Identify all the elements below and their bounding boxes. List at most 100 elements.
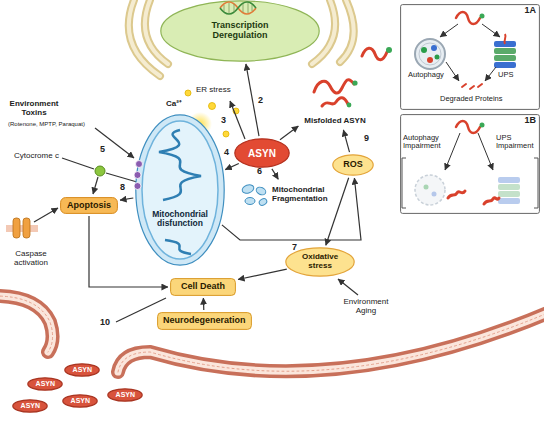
asyn-oval: ASYN (62, 394, 98, 408)
node-text: Mitochondrial Fragmentation (272, 186, 334, 204)
misfold-picture (314, 80, 354, 93)
node-text: ASYN (36, 380, 55, 388)
frag-picture (258, 197, 268, 206)
ins1-picture (427, 57, 433, 63)
node-text: ASYN (71, 397, 90, 405)
ins2-picture (484, 198, 499, 204)
annotation-label: Environment Toxins (8, 100, 60, 118)
asyn-oval-shape (28, 378, 62, 390)
connector-arrow (120, 198, 133, 200)
dna-picture (224, 3, 252, 13)
er-membrane (340, 0, 354, 62)
inset-label: UPS (498, 71, 513, 79)
ros-oval: ROS (332, 154, 374, 176)
ins1-picture (419, 43, 441, 65)
mito-picture (159, 130, 201, 200)
calcium-ions (223, 131, 229, 137)
asyn-oval: ASYN (64, 363, 100, 377)
native-asyn (362, 48, 387, 60)
fragmentation-icon: Mitochondrial Fragmentation (240, 181, 336, 209)
node-text: Apoptosis (67, 201, 111, 211)
cytochrome-dot (95, 166, 105, 176)
ins2-picture (478, 133, 493, 170)
leader-arrows (34, 101, 358, 322)
ins2-picture (402, 121, 538, 208)
ins2-picture (534, 158, 538, 208)
ins2-picture (432, 192, 437, 197)
inset-panel: 1B (400, 114, 540, 214)
ins1-picture (456, 12, 480, 24)
node-text: Transcription Deregulation (194, 21, 286, 41)
callout-number: 3 (221, 116, 226, 126)
misfold-picture (314, 80, 358, 108)
ins1-picture (494, 48, 516, 54)
cell-membrane (118, 312, 544, 372)
nucleus: Transcription Deregulation (160, 0, 320, 62)
process-box-shape (157, 313, 251, 330)
ins2-picture (415, 175, 445, 205)
native-asyn (362, 47, 392, 60)
callout-number: 7 (292, 243, 297, 253)
misfold-picture (347, 103, 352, 108)
connector-arrow (280, 126, 298, 140)
ins2-picture (480, 123, 485, 128)
mito-picture (134, 121, 218, 259)
ins1-picture (494, 62, 516, 68)
er-membrane (340, 0, 354, 62)
connector-arrow (238, 269, 287, 279)
annotation-label: Environment Aging (338, 298, 394, 316)
leader-arrows (62, 158, 94, 169)
ins1-picture (446, 62, 459, 81)
node-text: ASYN (116, 391, 135, 399)
callout-number: 2 (258, 96, 263, 106)
annotation-label: ER stress (196, 86, 231, 95)
ins1-picture (462, 84, 482, 89)
leader-arrows (95, 128, 134, 158)
ins1-picture (494, 55, 516, 61)
er-membrane (129, 0, 354, 76)
mitochondrion: Mitochondrial disfunction (135, 114, 225, 266)
er-membrane (129, 0, 160, 76)
misfold-picture (322, 98, 348, 106)
cell-membrane (118, 312, 544, 372)
node-text: Misfolded ASYN (304, 117, 365, 126)
connector-arrow (272, 169, 278, 179)
inset-panel-outline (400, 114, 540, 214)
inset-label: UPS Impairment (496, 134, 538, 151)
dna-picture (220, 2, 256, 14)
leader-arrows (338, 279, 358, 295)
cell-membrane (0, 296, 53, 352)
process-box-shape (61, 198, 118, 214)
connector-arrow (225, 164, 239, 170)
leader-arrows (230, 101, 245, 139)
ins2-picture (498, 184, 520, 190)
node-text: 1A (524, 6, 536, 16)
node-text: ASYN (21, 402, 40, 410)
ins1-picture (482, 24, 500, 37)
ins2-picture (456, 121, 480, 133)
ion-label: Ca²⁺ (166, 100, 182, 109)
connector-arrow (326, 178, 349, 246)
ins2-picture (424, 185, 429, 190)
er-membrane (129, 0, 160, 76)
cell-membrane (0, 296, 544, 372)
mito-picture (136, 161, 143, 168)
node-text: Mitochondrial disfunction (143, 210, 217, 229)
inset-panel-shape (401, 5, 540, 110)
caspase-channel (6, 218, 38, 238)
dna-picture (220, 2, 256, 14)
leader-arrows (106, 173, 137, 182)
node-text: ASYN (73, 366, 92, 374)
caspase-channel (6, 225, 38, 232)
frag-picture (255, 186, 267, 197)
asyn-oval-shape (63, 395, 97, 407)
ins2-picture (498, 198, 520, 204)
ins2-picture (498, 191, 520, 197)
inset-label: Autophagy (408, 71, 444, 79)
ins1-picture (431, 45, 437, 51)
frag-picture (241, 183, 255, 195)
annotation-label: Caspase activation (6, 250, 56, 268)
callout-number: 9 (364, 134, 369, 144)
node-text: 1B (524, 116, 536, 126)
